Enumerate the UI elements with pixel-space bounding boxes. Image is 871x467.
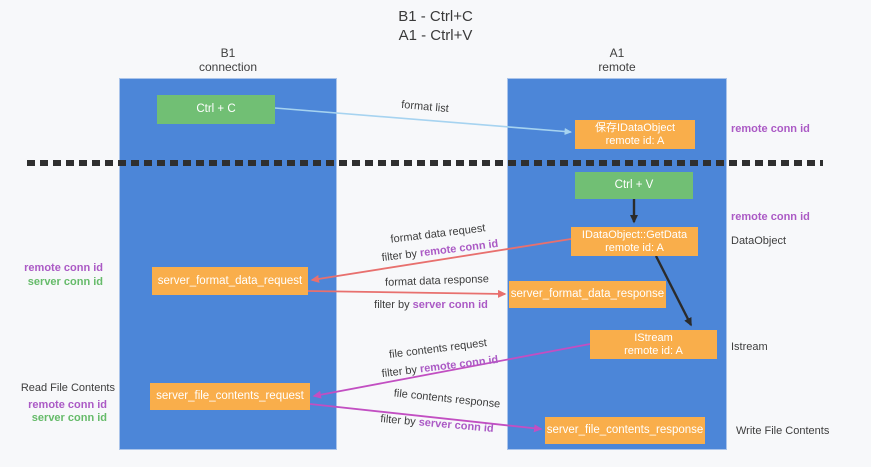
right-column-role: remote xyxy=(598,60,636,74)
dashed-separator-line xyxy=(27,160,823,166)
save-idataobject-line1: 保存IDataObject xyxy=(594,121,676,134)
format-data-response-filter-label: filter by server conn id xyxy=(374,299,488,311)
getdata-line1: IDataObject::GetData xyxy=(581,228,688,241)
idataobject-getdata-box: IDataObject::GetData remote id: A xyxy=(571,227,698,256)
ctrl-c-label: Ctrl + C xyxy=(196,103,236,115)
right-remote-conn-id-mid-label: remote conn id xyxy=(731,211,810,223)
title-line-1: B1 - Ctrl+C xyxy=(398,8,473,25)
read-file-contents-label: Read File Contents xyxy=(20,382,115,394)
server-format-data-response-label: server_format_data_response xyxy=(510,288,665,300)
server-format-data-request-box: server_format_data_request xyxy=(152,267,308,295)
diagram-title: B1 - Ctrl+C A1 - Ctrl+V xyxy=(0,7,871,45)
left-server-conn-id-file-label: server conn id xyxy=(31,412,107,424)
server-format-data-request-label: server_format_data_request xyxy=(157,274,303,287)
ctrl-c-box: Ctrl + C xyxy=(157,95,275,124)
format-list-label: format list xyxy=(400,98,450,116)
left-remote-conn-id-format-label: remote conn id xyxy=(24,262,103,274)
left-column-role: connection xyxy=(198,60,258,74)
save-idataobject-box: 保存IDataObject remote id: A xyxy=(575,120,695,149)
dataobject-label: DataObject xyxy=(731,235,787,247)
left-remote-conn-id-file-label: remote conn id xyxy=(28,399,107,411)
getdata-line2: remote id: A xyxy=(605,241,664,254)
remote-conn-id-text: remote conn id xyxy=(419,237,499,260)
server-file-contents-request-label: server_file_contents_request xyxy=(156,390,304,402)
server-conn-id-text: server conn id xyxy=(418,416,495,435)
remote-conn-id-text: remote conn id xyxy=(419,353,499,376)
left-column-header: B1 connection xyxy=(119,46,337,74)
filter-by-text: filter by xyxy=(381,247,421,265)
save-idataobject-line2: remote id: A xyxy=(605,134,665,147)
istream-line2: remote id: A xyxy=(624,344,683,357)
left-column-name: B1 xyxy=(220,46,236,60)
filter-by-text: filter by xyxy=(374,299,413,311)
write-file-contents-label: Write File Contents xyxy=(736,425,830,437)
filter-by-text: filter by xyxy=(381,363,421,381)
title-line-2: A1 - Ctrl+V xyxy=(398,27,473,44)
ctrl-v-box: Ctrl + V xyxy=(575,172,693,199)
filter-by-text: filter by xyxy=(379,413,420,429)
server-conn-id-text: server conn id xyxy=(412,299,488,311)
right-column-header: A1 remote xyxy=(507,46,727,74)
server-file-contents-request-box: server_file_contents_request xyxy=(150,383,310,410)
istream-side-label: Istream xyxy=(731,341,768,353)
file-contents-response-filter-label: filter by server conn id xyxy=(380,413,494,435)
istream-line1: IStream xyxy=(634,331,673,344)
istream-box: IStream remote id: A xyxy=(590,330,717,359)
server-file-contents-response-label: server_file_contents_response xyxy=(546,424,704,436)
format-data-response-arrow xyxy=(307,289,507,298)
left-server-conn-id-format-label: server conn id xyxy=(27,276,103,288)
server-file-contents-response-box: server_file_contents_response xyxy=(545,417,705,444)
format-data-response-label: format data response xyxy=(384,273,490,289)
file-contents-response-label: file contents response xyxy=(393,387,501,411)
right-remote-conn-id-top-label: remote conn id xyxy=(731,123,810,135)
ctrl-v-label: Ctrl + V xyxy=(614,179,654,191)
server-format-data-response-box: server_format_data_response xyxy=(509,281,666,308)
right-column-name: A1 xyxy=(609,46,625,60)
